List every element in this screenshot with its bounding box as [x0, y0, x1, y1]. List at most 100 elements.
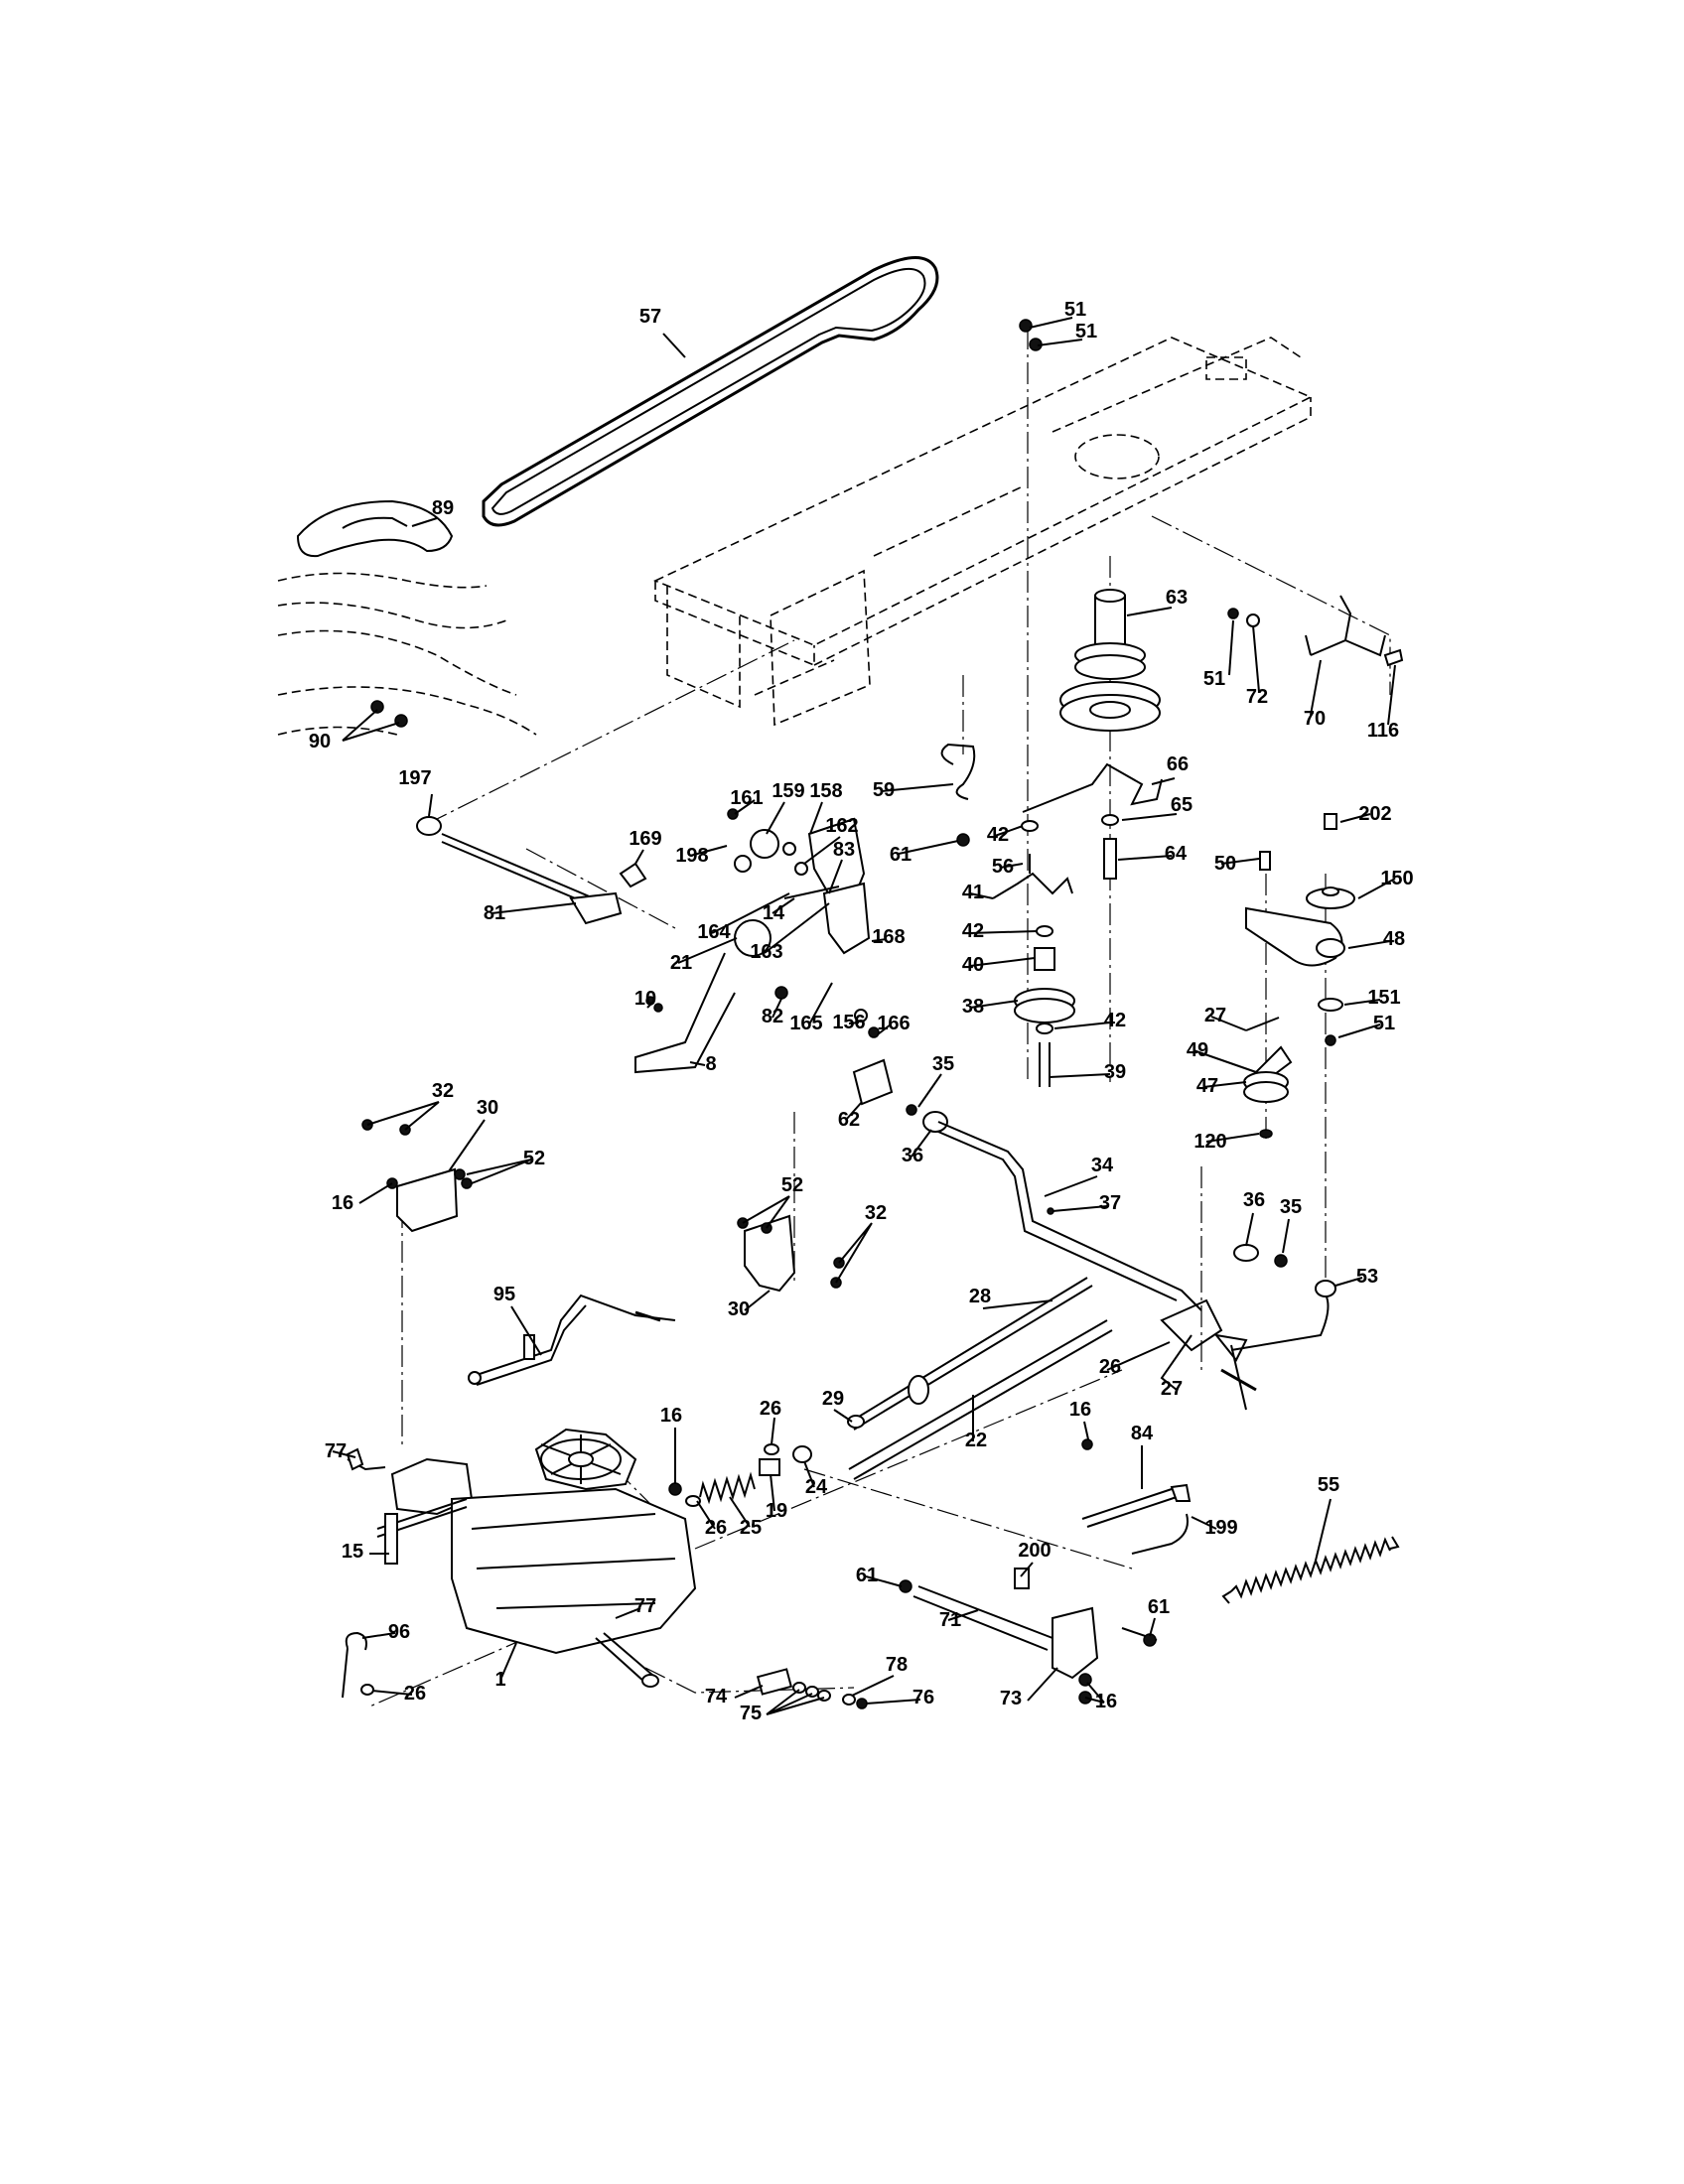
callout-p56: 56	[992, 856, 1014, 878]
callout-p74: 74	[705, 1686, 728, 1707]
callout-p35a: 35	[932, 1053, 954, 1075]
brake-cross-shaft	[852, 1058, 1288, 1311]
assembly-centerlines	[366, 328, 1391, 1708]
callout-p19: 19	[766, 1500, 787, 1522]
callout-p42c: 42	[1104, 1010, 1126, 1031]
callout-p38: 38	[962, 996, 984, 1018]
callout-p47: 47	[1196, 1075, 1218, 1097]
callout-p41: 41	[962, 882, 984, 903]
callout-p202: 202	[1358, 803, 1391, 825]
callout-p75: 75	[740, 1703, 762, 1724]
callout-p162: 162	[825, 815, 858, 837]
callout-p16c: 16	[1069, 1399, 1091, 1421]
leader-lines	[332, 317, 1396, 1715]
callout-p16b: 16	[660, 1405, 682, 1427]
callout-p50: 50	[1214, 853, 1236, 875]
callout-p82: 82	[762, 1006, 783, 1027]
callout-p57: 57	[639, 306, 661, 328]
callout-p165: 165	[789, 1013, 822, 1034]
callout-p120: 120	[1193, 1131, 1226, 1153]
callout-p30b: 30	[728, 1298, 750, 1320]
callout-p84: 84	[1131, 1423, 1154, 1444]
fender-outline	[277, 499, 537, 736]
callout-p1: 1	[494, 1669, 505, 1691]
callout-p77b: 77	[634, 1595, 656, 1617]
engine-pulley	[1059, 589, 1161, 732]
callout-p27b: 27	[1161, 1378, 1183, 1400]
callout-p52a: 52	[523, 1148, 545, 1169]
callout-p42a: 42	[987, 824, 1009, 846]
callout-p36b: 36	[1243, 1189, 1265, 1211]
callout-p40: 40	[962, 954, 984, 976]
callout-p168: 168	[872, 926, 905, 948]
callout-p197: 197	[398, 767, 431, 789]
mounting-bracket-right	[737, 1214, 845, 1293]
control-rods	[847, 1277, 1336, 1480]
callout-p96: 96	[388, 1621, 410, 1643]
callout-p90: 90	[309, 731, 331, 752]
drive-belt	[482, 256, 939, 527]
callout-p159: 159	[772, 780, 804, 802]
callout-p81: 81	[484, 902, 505, 924]
callout-p26d: 26	[404, 1683, 426, 1705]
callout-p76: 76	[912, 1687, 934, 1708]
callout-p16a: 16	[332, 1192, 353, 1214]
callout-p161: 161	[730, 787, 763, 809]
brake-bracket	[899, 1568, 1158, 1705]
callout-p65: 65	[1171, 794, 1193, 816]
callout-p25: 25	[740, 1517, 762, 1539]
brake-rod-199	[1081, 1438, 1192, 1555]
callout-p62: 62	[838, 1109, 860, 1131]
callout-p164: 164	[697, 921, 731, 943]
shift-rod	[416, 816, 623, 925]
callout-p16d: 16	[1095, 1691, 1117, 1712]
callout-p32b: 32	[865, 1202, 887, 1224]
callout-p151: 151	[1367, 987, 1400, 1009]
callout-p158: 158	[809, 780, 842, 802]
callout-p51b: 51	[1075, 321, 1097, 342]
transaxle	[346, 1428, 697, 1688]
callout-p48: 48	[1383, 928, 1405, 950]
callout-p116: 116	[1367, 720, 1399, 742]
callout-p59: 59	[873, 779, 895, 801]
callout-p89: 89	[432, 497, 454, 519]
callout-p51c: 51	[1203, 668, 1225, 690]
callout-p29: 29	[822, 1388, 844, 1410]
callout-p52b: 52	[781, 1174, 803, 1196]
idler-pulley-stack	[992, 872, 1075, 1087]
frame-hardware	[1019, 319, 1404, 667]
callout-p66: 66	[1167, 753, 1189, 775]
callout-p163: 163	[750, 941, 782, 963]
tractor-frame	[653, 337, 1313, 727]
callout-p71: 71	[939, 1609, 961, 1631]
callout-p36a: 36	[902, 1145, 923, 1166]
callout-p156: 156	[832, 1012, 865, 1033]
callout-p32a: 32	[432, 1080, 454, 1102]
callout-p95: 95	[493, 1284, 515, 1305]
callout-p24: 24	[805, 1476, 828, 1498]
callout-p78: 78	[886, 1654, 908, 1676]
callout-p26a: 26	[1099, 1356, 1121, 1378]
callout-p8: 8	[705, 1053, 716, 1075]
callout-p169: 169	[629, 828, 661, 850]
callout-p72: 72	[1246, 686, 1268, 708]
callout-p63: 63	[1166, 587, 1188, 609]
axle-spacers	[756, 1668, 868, 1709]
idler-brackets	[940, 743, 1163, 880]
callout-p64: 64	[1165, 843, 1188, 865]
callout-p28: 28	[969, 1286, 991, 1307]
callout-p51a: 51	[1064, 299, 1086, 321]
callout-p61b: 61	[856, 1565, 878, 1586]
callout-p61c: 61	[1148, 1596, 1170, 1618]
callout-p30a: 30	[477, 1097, 498, 1119]
callout-p53: 53	[1356, 1266, 1378, 1288]
callout-p26c: 26	[705, 1517, 727, 1539]
callout-p14: 14	[763, 902, 785, 924]
callout-p70: 70	[1304, 708, 1326, 730]
callout-p166: 166	[877, 1013, 910, 1034]
tension-spring	[1221, 1536, 1400, 1604]
callout-p73: 73	[1000, 1688, 1022, 1709]
callout-p21: 21	[670, 952, 692, 974]
